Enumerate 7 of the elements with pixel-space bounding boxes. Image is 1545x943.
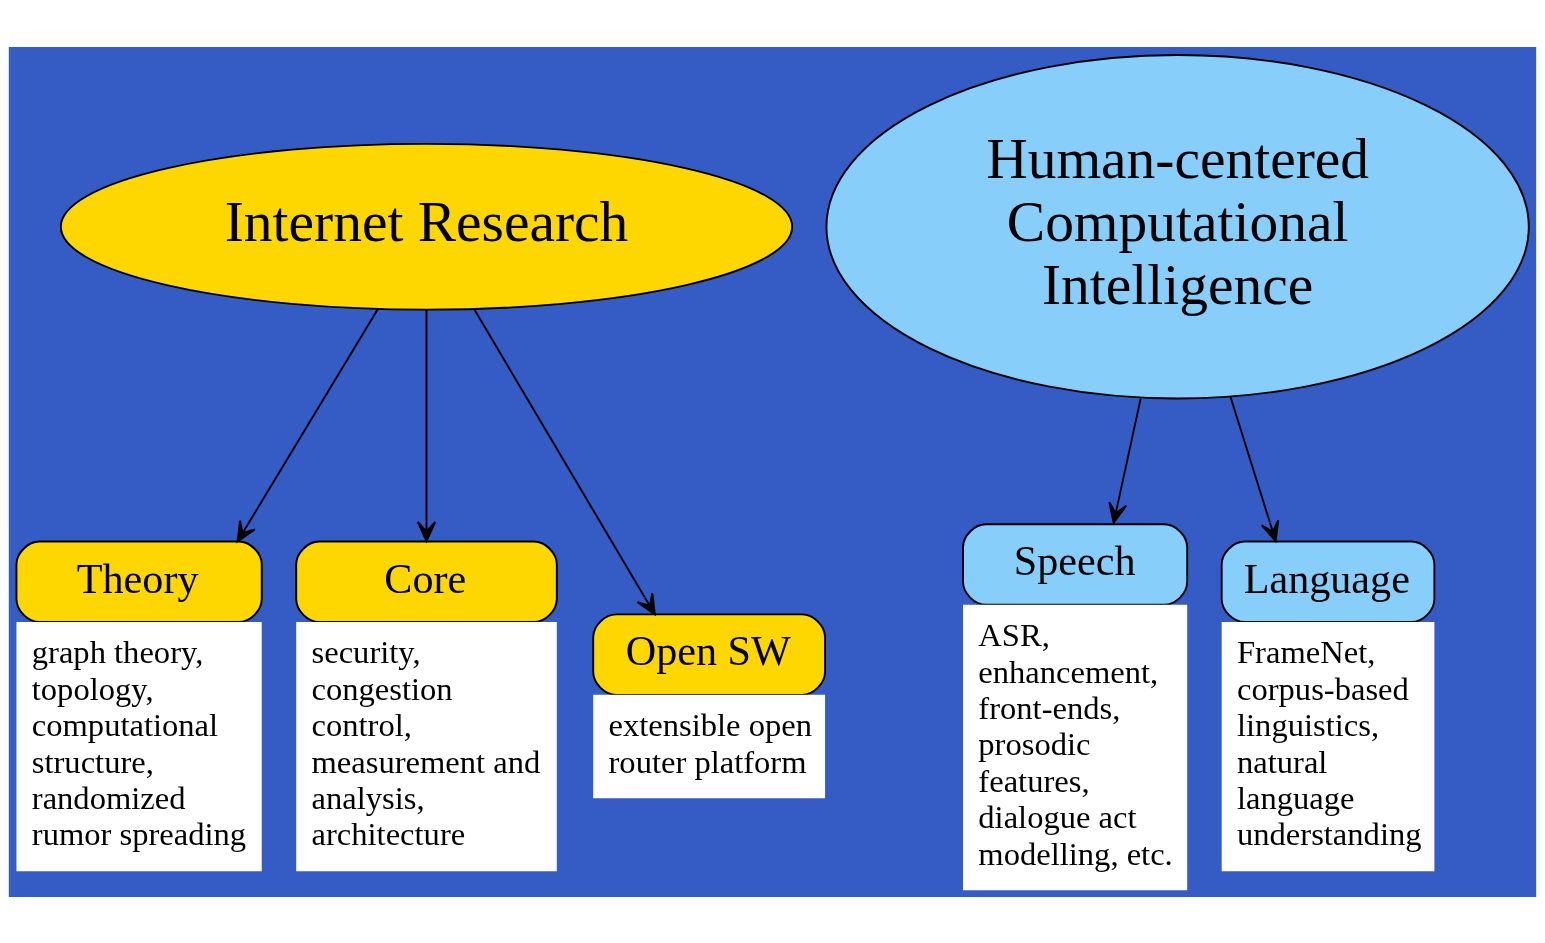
- arrow: [416, 308, 437, 542]
- node-ellipse: Human-centered Computational Intelligence: [825, 53, 1530, 399]
- arrow: [1229, 395, 1280, 542]
- arrow: [473, 307, 656, 615]
- node-ellipse: Internet Research: [59, 142, 794, 311]
- arrow: [236, 307, 380, 542]
- arrow: [1108, 396, 1142, 524]
